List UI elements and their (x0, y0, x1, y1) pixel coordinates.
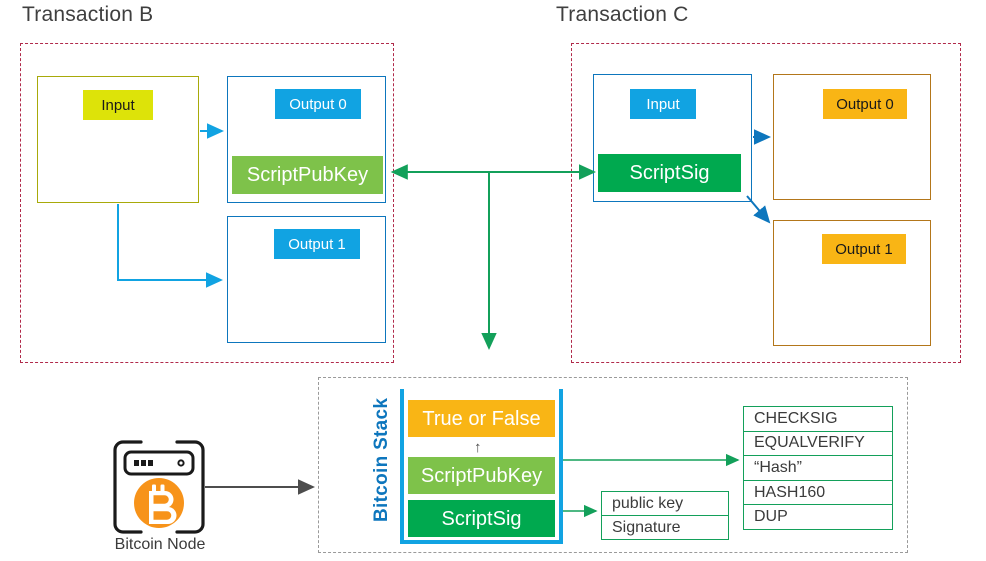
bitcoin-stack-rail (400, 389, 563, 544)
scriptpubkey-chip: ScriptPubKey (232, 156, 383, 194)
list-item: DUP (754, 508, 788, 526)
transaction-b-output0-chip: Output 0 (275, 89, 361, 119)
transaction-c-input-box[interactable]: Input ScriptSig (593, 74, 752, 202)
transaction-b-title: Transaction B (22, 3, 154, 26)
transaction-b-output1-chip: Output 1 (274, 229, 360, 259)
stack-item-scriptpubkey: ScriptPubKey (408, 457, 555, 494)
transaction-c-output1-box[interactable]: Output 1 (773, 220, 931, 346)
transaction-b-input-box[interactable]: Input (37, 76, 199, 203)
list-item: EQUALVERIFY (744, 432, 892, 457)
stack-item-true-or-false: True or False (408, 400, 555, 437)
stack-up-arrow-icon: ↑ (474, 439, 482, 456)
scriptsig-chip: ScriptSig (598, 154, 741, 192)
transaction-c-output1-chip: Output 1 (822, 234, 906, 264)
transaction-c-output0-box[interactable]: Output 0 (773, 74, 931, 200)
bitcoin-node-caption: Bitcoin Node (114, 536, 206, 553)
transaction-b-output1-box[interactable]: Output 1 (227, 216, 386, 343)
list-item: Signature (612, 518, 681, 536)
validation-frame (318, 377, 908, 553)
transaction-b-frame (20, 43, 394, 363)
transaction-c-input-chip: Input (630, 89, 696, 119)
transaction-b-output0-box[interactable]: Output 0 ScriptPubKey (227, 76, 386, 203)
bitcoin-stack-label: Bitcoin Stack (371, 397, 392, 522)
bitcoin-node-icon[interactable] (113, 440, 205, 534)
scriptsig-contents-list[interactable]: public key Signature (601, 491, 729, 540)
list-item: public key (602, 492, 728, 516)
transaction-c-title: Transaction C (556, 3, 689, 26)
transaction-c-frame (571, 43, 961, 363)
list-item: HASH160 (744, 481, 892, 506)
transaction-b-input-chip: Input (83, 90, 153, 120)
script-opcodes-list[interactable]: CHECKSIG EQUALVERIFY “Hash” HASH160 DUP (743, 406, 893, 530)
list-item: “Hash” (744, 456, 892, 481)
list-item: CHECKSIG (744, 407, 892, 432)
stack-item-scriptsig: ScriptSig (408, 500, 555, 537)
transaction-c-output0-chip: Output 0 (823, 89, 907, 119)
